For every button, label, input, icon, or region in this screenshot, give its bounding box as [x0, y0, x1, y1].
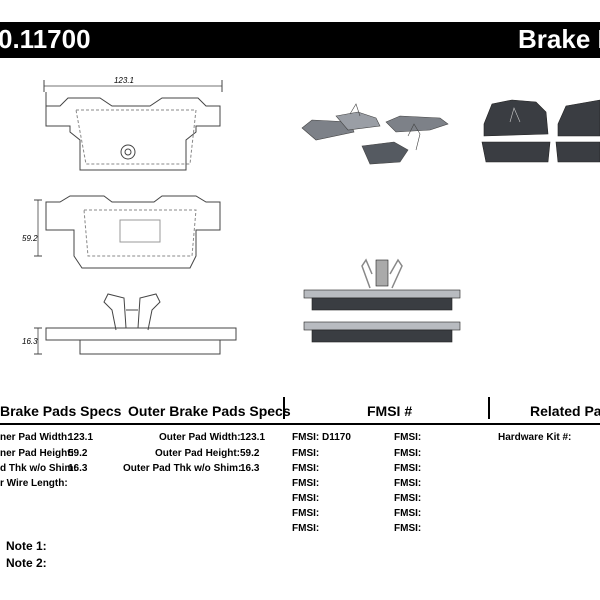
pad-front-view — [34, 195, 221, 269]
outer-width-value: 123.1 — [240, 432, 266, 443]
inner-width-value: 123.1 — [68, 432, 94, 443]
outer-height-label: Outer Pad Height: — [155, 448, 241, 459]
fmsi-label: FMSI: — [292, 463, 320, 474]
pad-side-view — [34, 293, 237, 355]
inner-width-label: ner Pad Width: — [0, 432, 71, 443]
fmsi-label: FMSI: — [292, 508, 320, 519]
pad-top-view — [43, 80, 223, 171]
outer-width-label: Outer Pad Width: — [159, 432, 241, 443]
inner-thickness-label: d Thk w/o Shim: — [0, 463, 77, 474]
fmsi-label: FMSI: — [394, 523, 422, 534]
inner-height-label: ner Pad Height: — [0, 448, 74, 459]
fmsi-label: FMSI: — [394, 508, 422, 519]
column-divider — [283, 397, 285, 419]
fmsi-label: FMSI: — [394, 463, 422, 474]
dim-width-label: 123.1 — [114, 76, 134, 85]
fmsi-label: FMSI: — [292, 493, 320, 504]
pad-set-photo — [481, 99, 600, 163]
note-1-label: Note 1: — [6, 539, 47, 553]
column-divider — [488, 397, 490, 419]
dim-thickness-label: 16.3 — [22, 337, 38, 346]
inner-thickness-value: 16.3 — [68, 463, 88, 474]
inner-wire-label: r Wire Length: — [0, 478, 68, 489]
fmsi-label: FMSI: — [292, 448, 320, 459]
page-title: Brake P — [518, 24, 600, 54]
fmsi-heading: FMSI # — [367, 403, 413, 419]
hardware-kit-label: Hardware Kit #: — [498, 432, 572, 443]
inner-height-value: 59.2 — [68, 448, 88, 459]
outer-height-value: 59.2 — [240, 448, 260, 459]
specs-header-row — [0, 397, 600, 425]
header-bar: 0.11700 Brake P — [0, 22, 600, 58]
fmsi-label: FMSI: — [394, 478, 422, 489]
brake-pad-drawing: 123.1 59.2 16.3 — [22, 76, 600, 355]
fmsi-label: FMSI: — [394, 448, 422, 459]
fmsi-label: FMSI: — [394, 432, 422, 443]
part-number: 0.11700 — [0, 24, 91, 54]
related-parts-heading: Related Pa — [530, 403, 600, 419]
fmsi-label: FMSI: — [394, 493, 422, 504]
shim-hardware-photo — [301, 103, 449, 165]
fmsi-label: FMSI: — [292, 478, 320, 489]
outer-specs-heading: Outer Brake Pads Specs — [128, 403, 291, 419]
note-2-label: Note 2: — [6, 556, 47, 570]
pad-side-photo — [303, 258, 461, 343]
outer-thickness-label: Outer Pad Thk w/o Shim: — [123, 463, 242, 474]
outer-thickness-value: 16.3 — [240, 463, 260, 474]
fmsi-label: FMSI: — [292, 523, 320, 534]
fmsi-value: D1170 — [322, 432, 351, 443]
fmsi-label: FMSI: — [292, 432, 320, 443]
inner-specs-heading: Brake Pads Specs — [0, 403, 122, 419]
dim-height-label: 59.2 — [22, 234, 38, 243]
